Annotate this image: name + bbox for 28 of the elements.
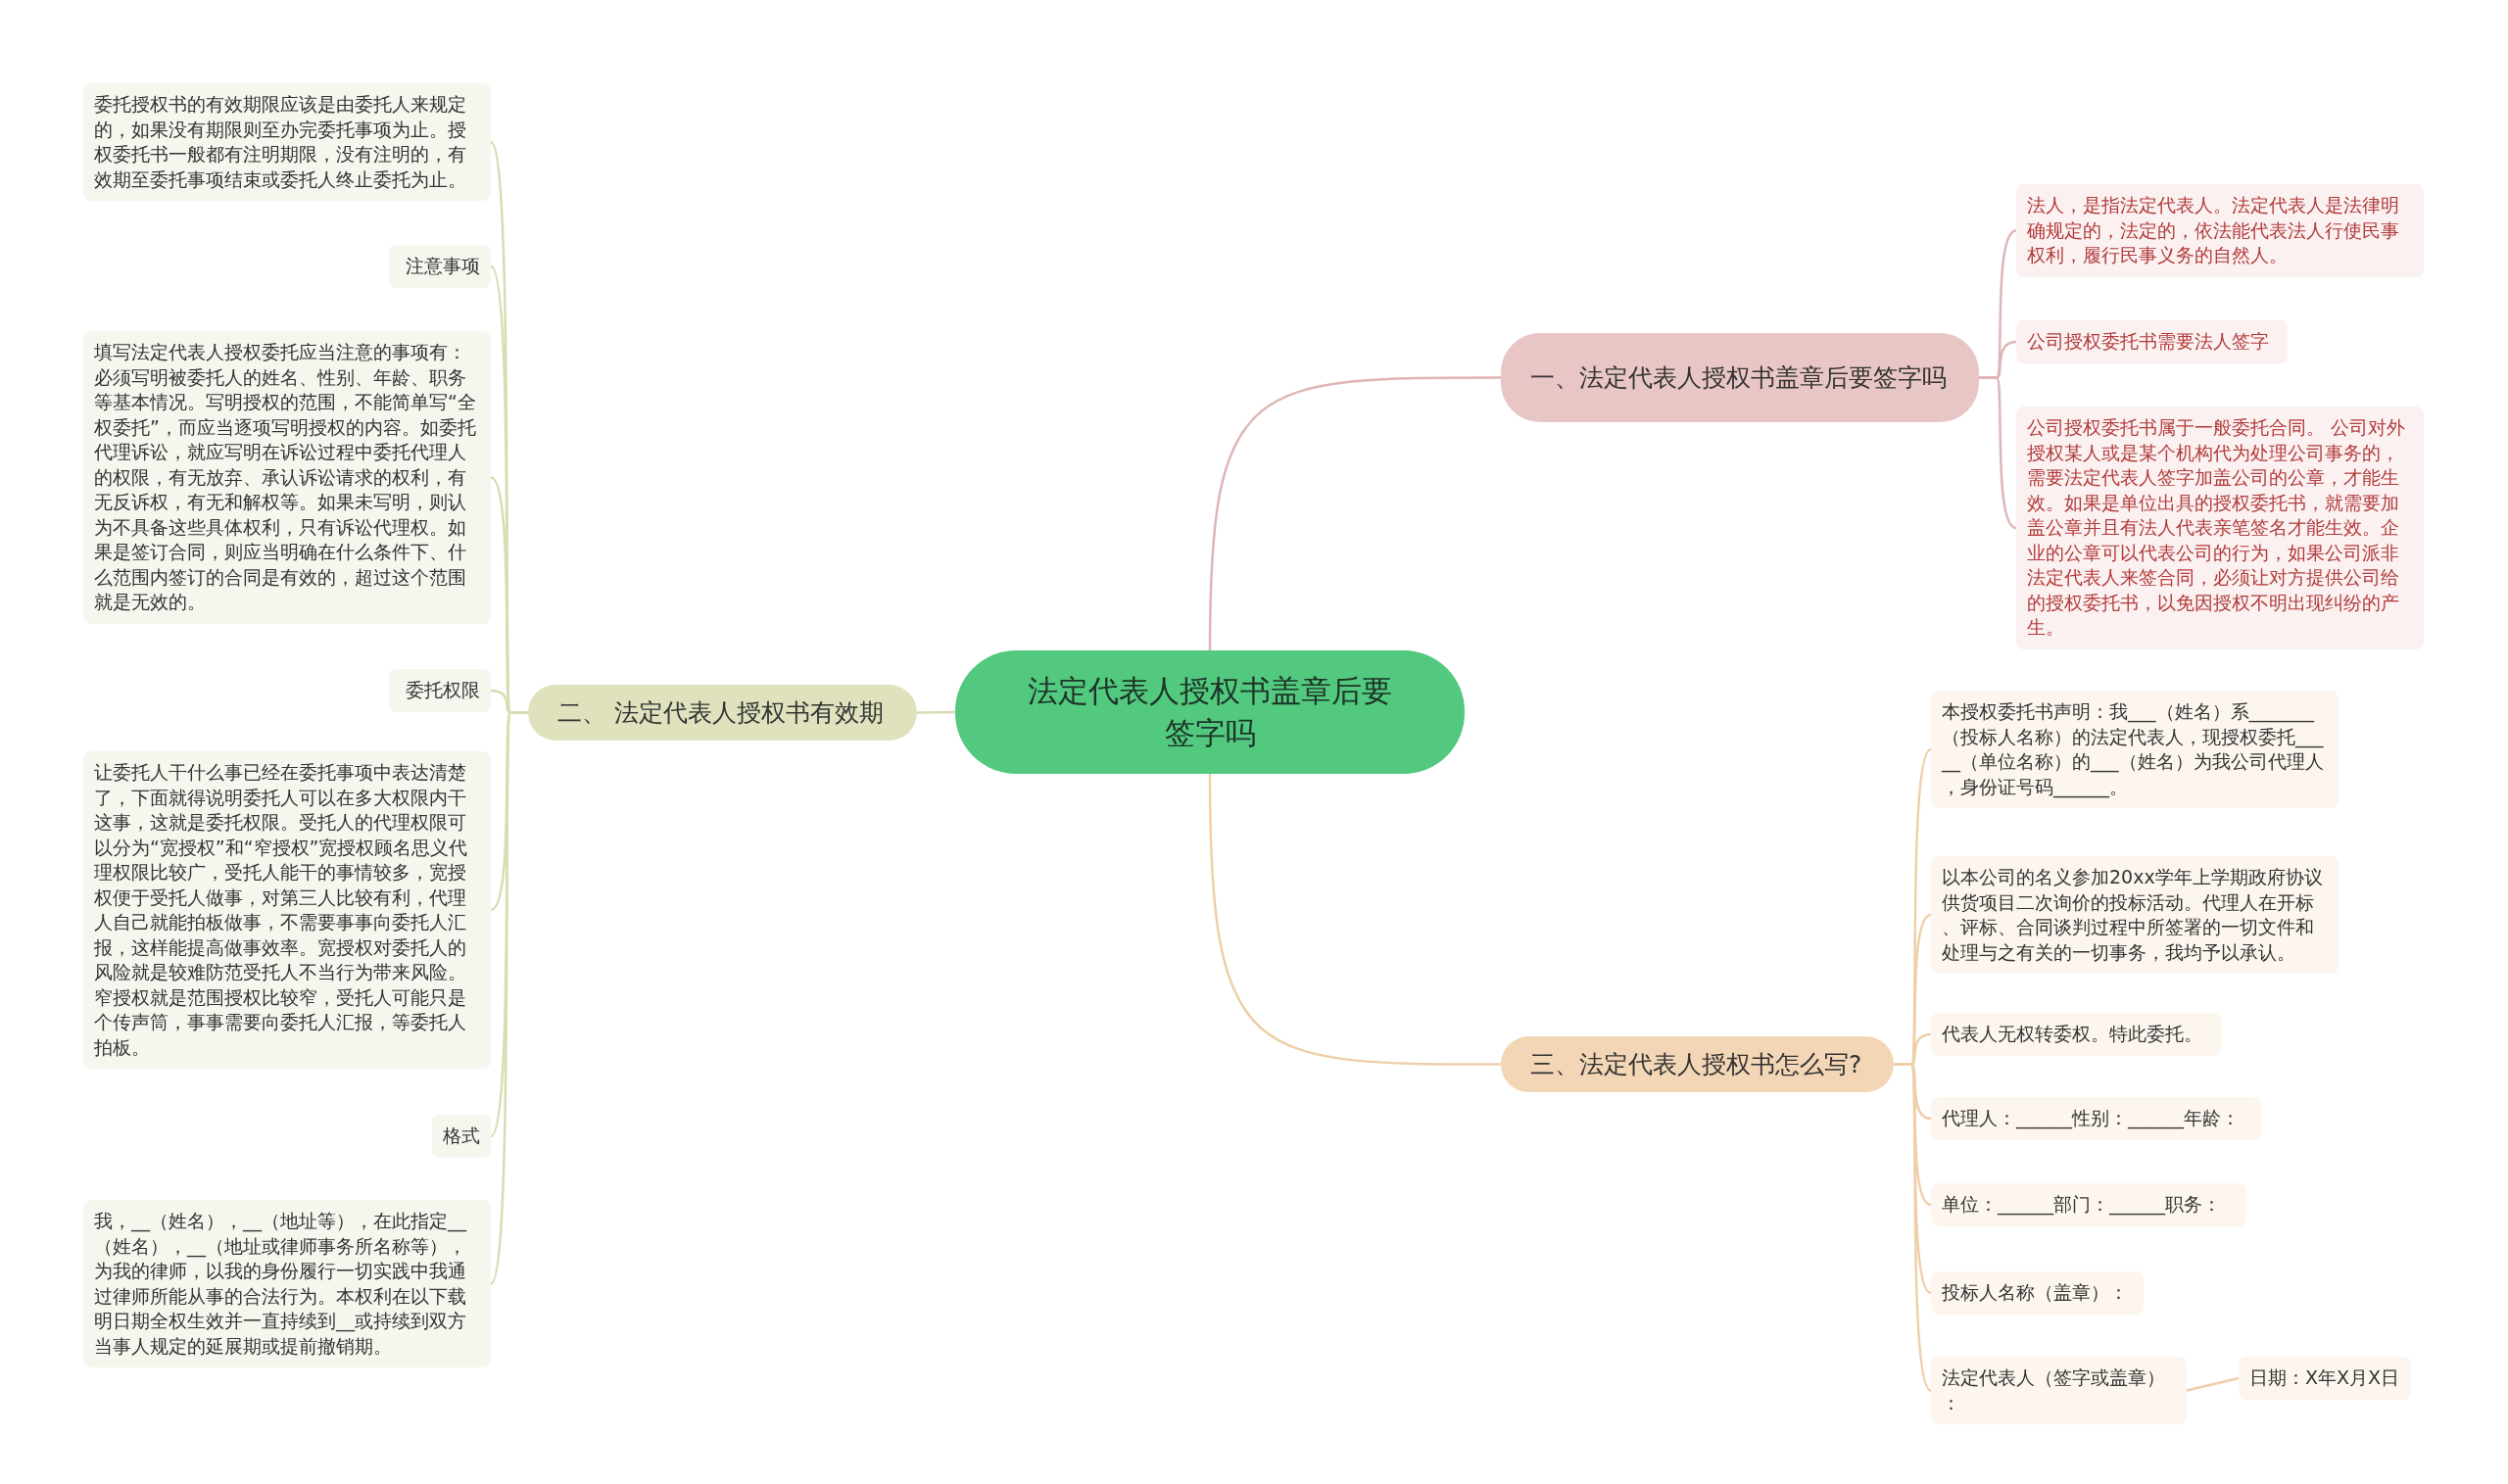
note-card: 代表人无权转委权。特此委托。 (1931, 1013, 2221, 1056)
note-card: 填写法定代表人授权委托应当注意的事项有：必须写明被委托人的姓名、性别、年龄、职务等基本情况。写明授权的范围，不能简单写“全权委托”，而应当逐项写明授权的内容。如委托代理诉讼，就应写明在诉讼过程中委托代理人的权限，有无放弃、承认诉讼请求的权利，有无反诉权，有无和解权等。如果未写明，则认为不具备这些具体权利，只有诉讼代理权。如果是签订合同，则应当明确在什么条件下、什么范围内签订的合同是有效的，超过这个范围就是无效的。 (83, 331, 491, 624)
note-card: 注意事项 (389, 245, 491, 288)
central-topic: 法定代表人授权书盖章后要签字吗 (955, 650, 1465, 774)
branch-topic: 一、法定代表人授权书盖章后要签字吗 (1501, 333, 1979, 422)
note-card: 让委托人干什么事已经在委托事项中表达清楚了，下面就得说明委托人可以在多大权限内干这事，这就是委托权限。受托人的代理权限可以分为“宽授权”和“窄授权”宽授权顾名思义代理权限比较广，受托人能干的事情较多，宽授权便于受托人做事，对第三人比较有利，代理人自己就能拍板做事，不需要事事向委托人汇报，这样能提高做事效率。宽授权对委托人的风险就是较难防范受托人不当行为带来风险。窄授权就是范围授权比较窄，受托人可能只是个传声筒，事事需要向委托人汇报，等委托人拍板。 (83, 751, 491, 1069)
note-card: 单位：______部门：______职务： (1931, 1183, 2246, 1226)
connector-line (1894, 1063, 1932, 1392)
note-card: 本授权委托书声明：我___（姓名）系_______（投标人名称）的法定代表人，现授权委托_____（单位名称）的___（姓名）为我公司代理人，身份证号码______。 (1931, 691, 2339, 808)
note-card: 以本公司的名义参加20xx学年上学期政府协议供货项目二次询价的投标活动。代理人在开标、评标、合同谈判过程中所签署的一切文件和处理与之有关的一切事务，我均予以承认。 (1931, 856, 2339, 974)
connector-line (1208, 376, 1501, 650)
connector-line (917, 710, 955, 714)
connector-line (2186, 1376, 2240, 1392)
note-card: 委托授权书的有效期限应该是由委托人来规定的，如果没有期限则至办完委托事项为止。授权委托书一般都有注明期限，没有注明的，有效期至委托事项结束或委托人终止委托为止。 (83, 83, 491, 201)
note-card: 法人，是指法定代表人。法定代表人是法律明确规定的，法定的，依法能代表法人行使民事权利，履行民事义务的自然人。 (2016, 184, 2424, 277)
note-card: 我，__（姓名），__（地址等），在此指定__（姓名），__（地址或律师事务所名称等），为我的律师，以我的身份履行一切实践中我通过律师所能从事的合法行为。本权利在以下载明日期全权生效并一直持续到__或持续到双方当事人规定的延展期或提前撤销期。 (83, 1200, 491, 1367)
note-card: 投标人名称（盖章）： (1931, 1271, 2144, 1315)
note-card: 格式 (432, 1115, 491, 1158)
note-card: 日期：X年X月X日 (2239, 1357, 2411, 1400)
note-card: 公司授权委托书属于一般委托合同。 公司对外授权某人或是某个机构代为处理公司事务的，需要法定代表人签字加盖公司的公章，才能生效。如果是单位出具的授权委托书，就需要加盖公章并且有法人代表亲笔签名才能生效。企业的公章可以代表公司的行为，如果公司派非法定代表人来签合同，必须让对方提供公司给的授权委托书，以免因授权不明出现纠纷的产生。 (2016, 407, 2424, 649)
branch-topic: 三、法定代表人授权书怎么写? (1501, 1036, 1894, 1092)
note-card: 公司授权委托书需要法人签字 (2016, 320, 2288, 363)
note-card: 法定代表人（签字或盖章）： (1931, 1357, 2187, 1424)
note-card: 委托权限 (389, 669, 491, 712)
branch-topic: 二、 法定代表人授权书有效期 (528, 685, 917, 741)
note-card: 代理人：______性别：______年龄： (1931, 1097, 2262, 1140)
connector-line (1208, 774, 1501, 1066)
connector-line (1979, 376, 2017, 530)
